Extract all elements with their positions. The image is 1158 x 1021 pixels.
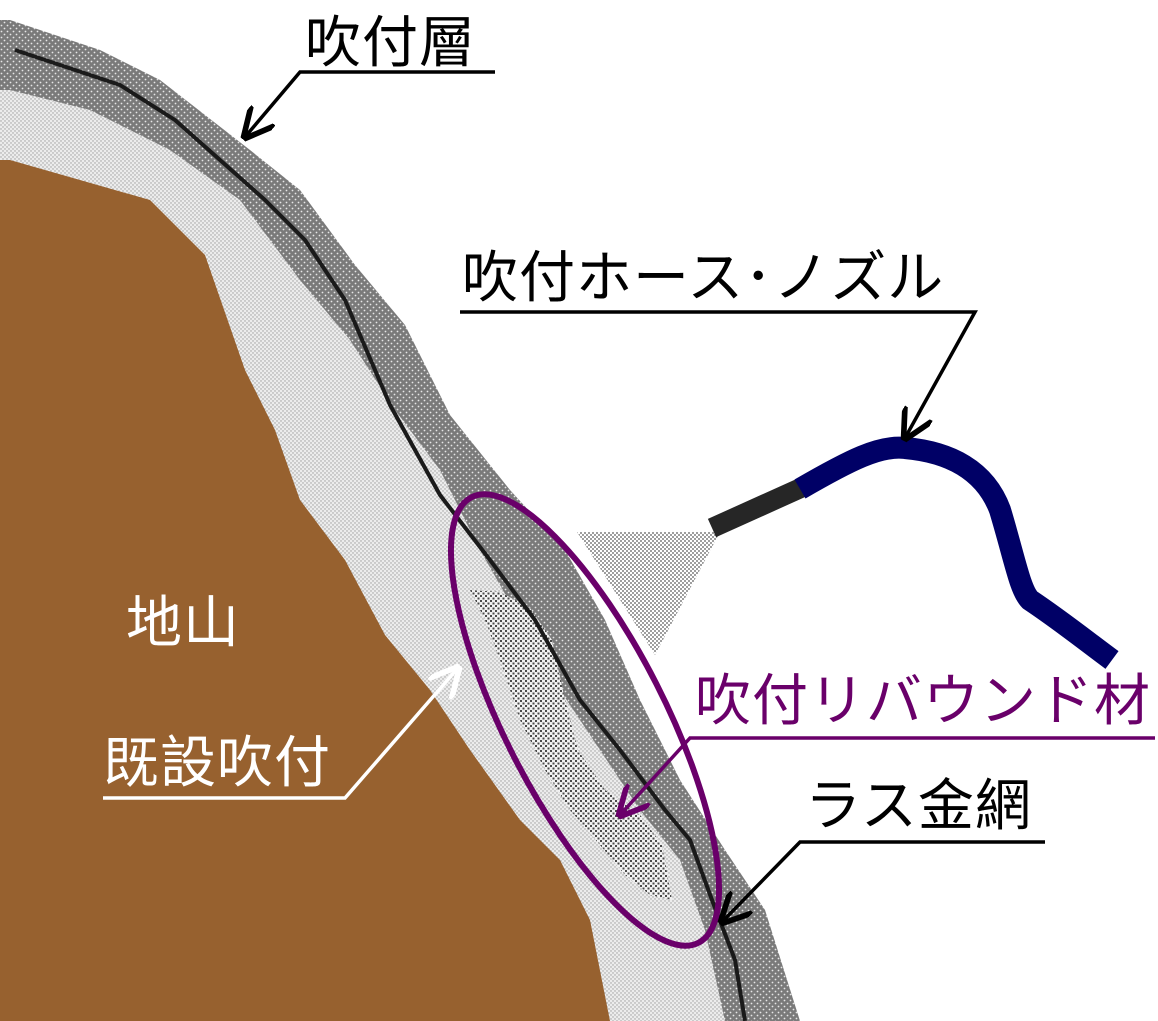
- hose: [794, 436, 1119, 669]
- ground-label: 地山: [126, 591, 240, 656]
- hose-nozzle-callout-line: [460, 310, 978, 438]
- rebound-material-deposit: [470, 590, 672, 900]
- lath-mesh-label: ラス金網: [805, 774, 1032, 839]
- existing-shotcrete-callout-line: [103, 668, 458, 800]
- spray-cone: [577, 532, 720, 655]
- existing-shotcrete-label: 既設吹付: [103, 731, 331, 796]
- shotcrete-layer-callout-line: [245, 70, 495, 137]
- nozzle: [707, 477, 808, 538]
- ground-region: [0, 160, 610, 1021]
- hose-nozzle-label: 吹付ホース･ノズル: [462, 246, 944, 311]
- rebound-highlight-ellipse: [447, 491, 723, 949]
- lath-mesh-callout-line: [722, 840, 1045, 922]
- rebound-material-callout-line: [620, 736, 1155, 815]
- rebound-material-label: 吹付リバウンド材: [695, 669, 1151, 734]
- lath-mesh-line: [14, 48, 747, 1021]
- shotcrete-layer-label: 吹付層: [305, 11, 476, 76]
